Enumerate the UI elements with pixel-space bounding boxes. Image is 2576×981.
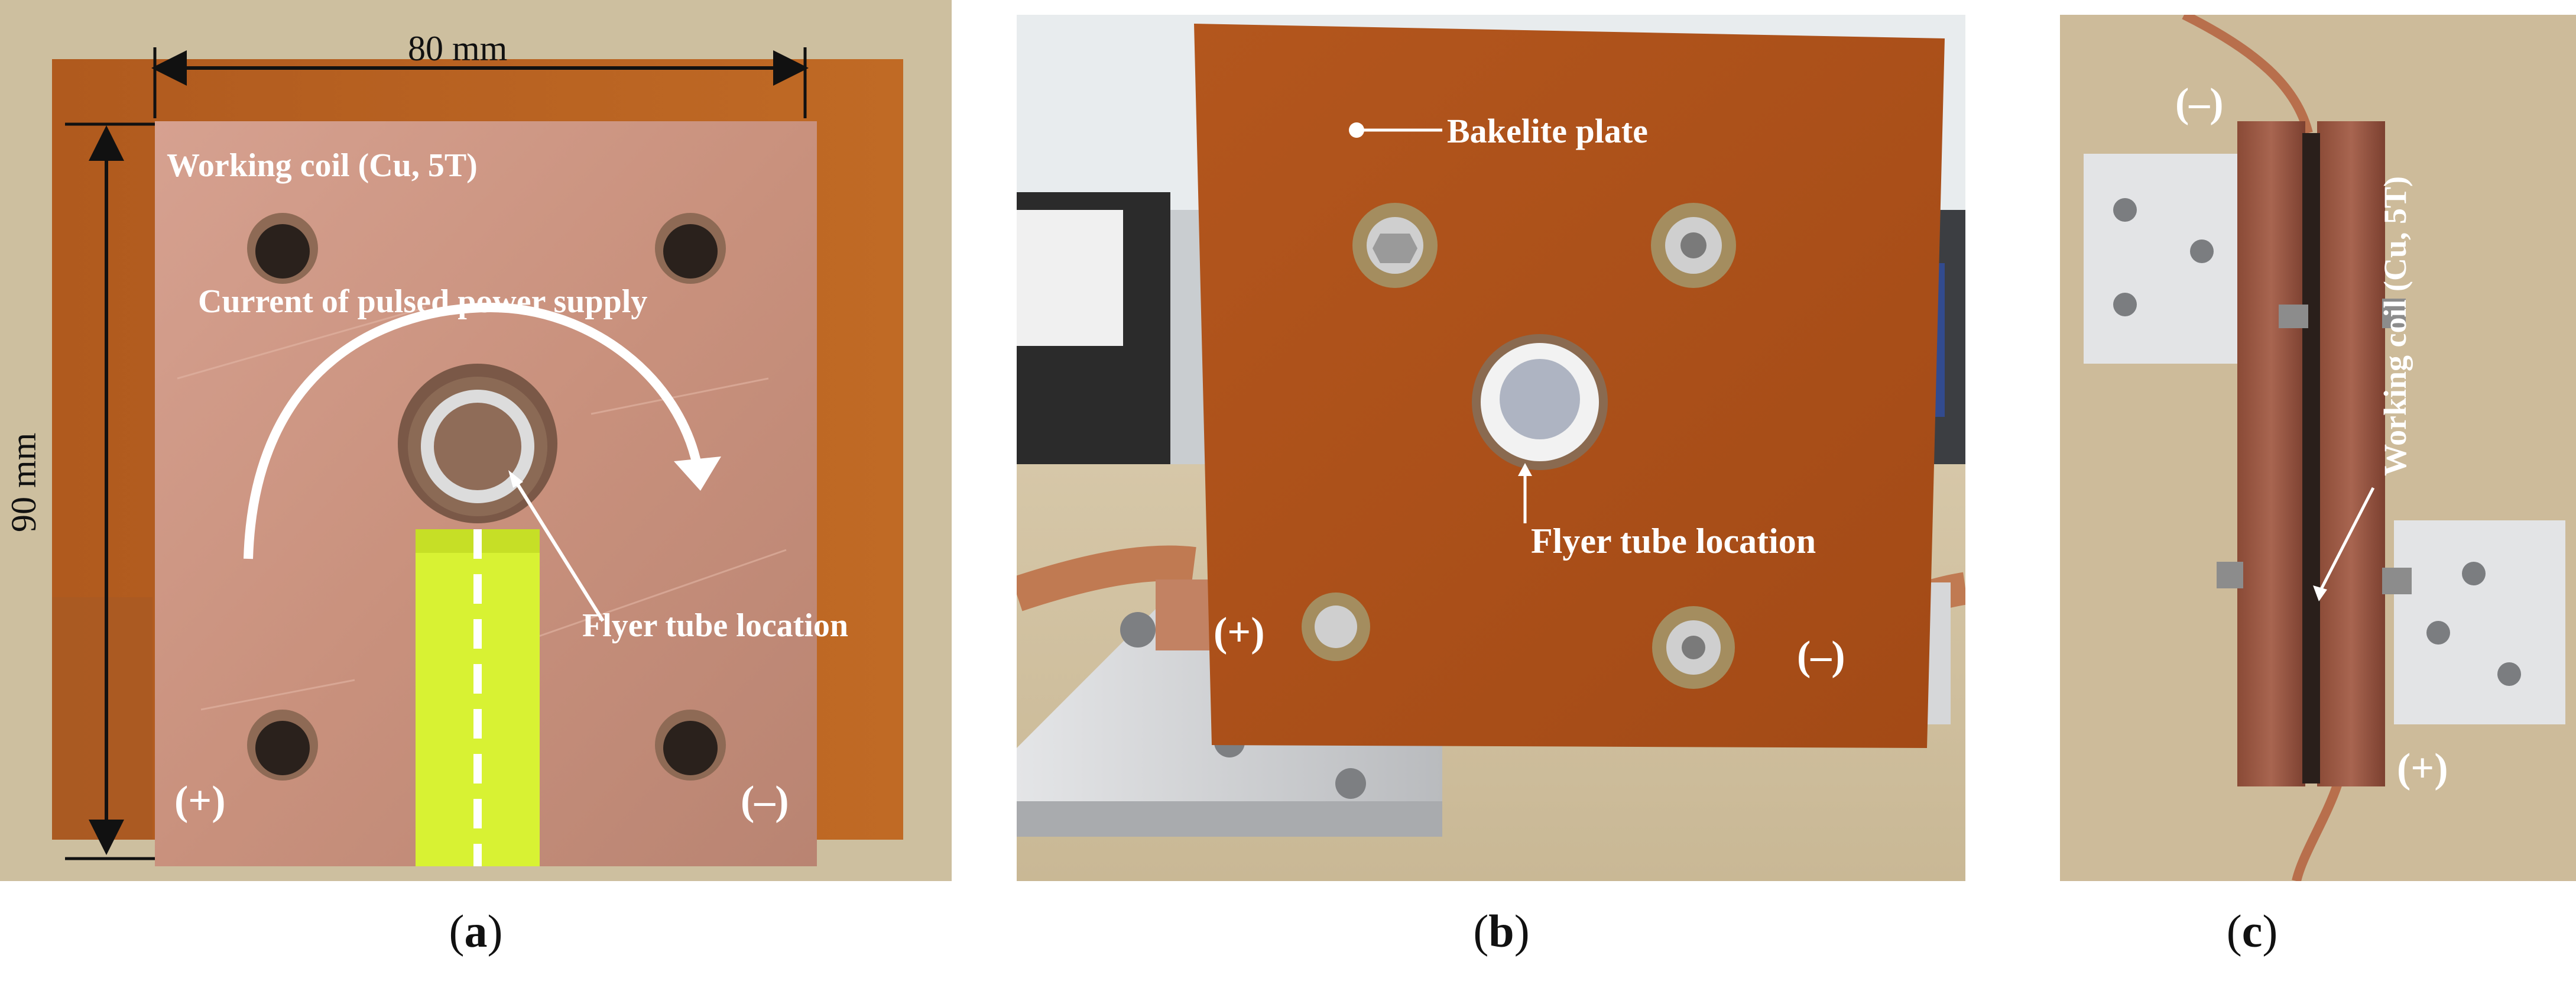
current-label: Current of pulsed power supply xyxy=(198,283,648,320)
caption-a: (a) xyxy=(449,905,503,957)
photo-c-drawing xyxy=(2060,15,2576,881)
photo-panel-c: (–) Working coil (Cu, 5T) (+) xyxy=(2060,15,2576,881)
coil-label: Working coil (Cu, 5T) xyxy=(167,147,478,184)
photo-a-drawing xyxy=(0,0,952,881)
photo-panel-b: Bakelite plate Flyer tube location (+) (… xyxy=(1017,15,1965,881)
coil-bar-left xyxy=(2237,121,2305,786)
minus-terminal-label: (–) xyxy=(1797,633,1845,679)
coil-pointer-line xyxy=(2318,487,2375,593)
photo-panel-a: 80 mm 90 mm Working coil (Cu, 5T) Curren… xyxy=(0,0,952,881)
plus-terminal-label: (+) xyxy=(174,778,226,824)
height-dimension-label: 90 mm xyxy=(4,432,43,532)
tube-pointer-line xyxy=(512,478,605,622)
tube-location-label: Flyer tube location xyxy=(1531,522,1816,561)
bakelite-plate-label: Bakelite plate xyxy=(1447,112,1648,150)
copper-wire-top xyxy=(2182,15,2313,134)
minus-terminal-label: (–) xyxy=(2175,80,2224,126)
caption-c: (c) xyxy=(2226,905,2278,957)
photo-b-drawing xyxy=(1017,15,1965,881)
minus-terminal-label: (–) xyxy=(741,778,789,824)
coil-label: Working coil (Cu, 5T) xyxy=(2377,176,2413,476)
plus-terminal-label: (+) xyxy=(1214,610,1265,655)
coil-bar-right xyxy=(2317,121,2385,786)
caption-b: (b) xyxy=(1473,905,1530,957)
bolts xyxy=(1302,203,1736,689)
copper-wire-bottom xyxy=(2292,782,2343,881)
width-dimension-label: 80 mm xyxy=(408,29,508,68)
copper-lead-left xyxy=(1017,545,1196,611)
plus-terminal-label: (+) xyxy=(2397,746,2448,791)
current-direction-arrow xyxy=(244,302,702,559)
tube-location-label: Flyer tube location xyxy=(582,607,849,644)
aluminum-bracket-bottom xyxy=(2394,520,2565,724)
